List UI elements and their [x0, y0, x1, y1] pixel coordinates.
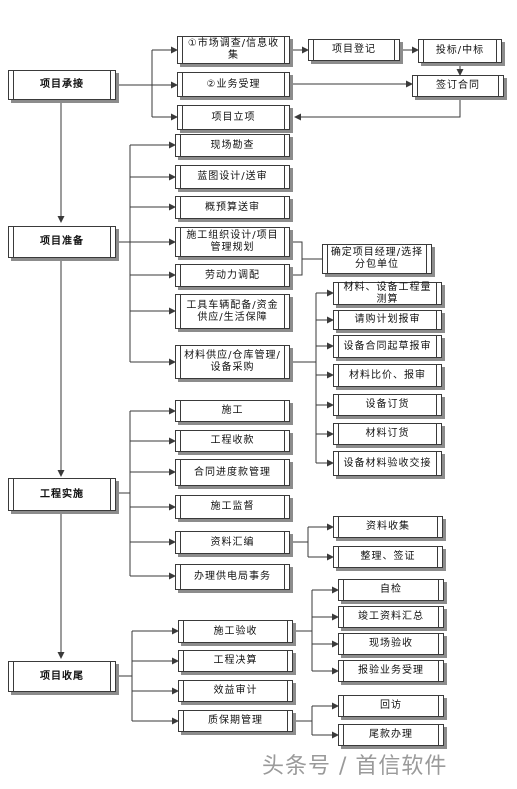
node-bid-win: 投标/中标 — [418, 39, 502, 63]
node-completion-docs: 竣工资料汇总 — [338, 606, 444, 628]
node-project-registration: 项目登记 — [308, 39, 400, 61]
stage-project-preparation: 项目准备 — [8, 226, 116, 258]
node-final-payment: 尾款办理 — [338, 724, 444, 746]
node-self-check: 自检 — [338, 579, 444, 601]
node-acceptance-handover: 设备材料验收交接 — [333, 451, 442, 476]
node-document-collection: 资料收集 — [333, 516, 443, 538]
node-equipment-contract: 设备合同起草报审 — [333, 335, 442, 358]
node-organize-certify: 整理、签证 — [333, 546, 443, 568]
node-quantity-estimate: 材料、设备工程量测算 — [333, 282, 442, 305]
node-material-supply: 材料供应/仓库管理/设备采购 — [175, 345, 290, 379]
node-site-survey: 现场勘查 — [175, 134, 290, 157]
connector-warranty-sub — [293, 706, 313, 735]
node-purchase-plan: 请购计划报审 — [333, 310, 442, 330]
node-budget-review: 概预算送审 — [175, 196, 290, 219]
node-construction-acceptance: 施工验收 — [178, 620, 293, 643]
node-construction-plan: 施工组织设计/项目管理规划 — [175, 227, 290, 257]
node-document-compilation: 资料汇编 — [175, 531, 290, 554]
node-material-price-compare: 材料比价、报审 — [333, 364, 442, 387]
node-project-setup: 项目立项 — [177, 105, 290, 130]
node-material-order: 材料订货 — [333, 423, 442, 445]
node-market-survey: ①市场调查/信息收集 — [177, 36, 290, 64]
node-onsite-acceptance: 现场验收 — [338, 633, 444, 655]
node-final-account: 工程决算 — [178, 650, 293, 672]
connector-prep-branches — [116, 145, 131, 362]
node-blueprint-design: 蓝图设计/送审 — [175, 165, 290, 189]
stage-project-closing: 项目收尾 — [8, 661, 116, 692]
node-power-bureau-affairs: 办理供电局事务 — [175, 564, 290, 590]
node-pm-subcontractor: 确定项目经理/选择分包单位 — [322, 244, 432, 274]
node-construction: 施工 — [175, 400, 290, 422]
connector-acceptance-sub — [293, 590, 313, 671]
node-labor-allocation: 劳动力调配 — [175, 264, 290, 287]
arrow-contract-to-setup — [294, 97, 461, 121]
connector-intake-branches — [116, 50, 153, 117]
node-revisit: 回访 — [338, 695, 444, 717]
node-tools-funding: 工具车辆配备/资金供应/生活保障 — [175, 294, 290, 329]
connector-pm-select — [290, 241, 322, 276]
node-benefit-audit: 效益审计 — [178, 680, 293, 702]
node-sign-contract: 签订合同 — [412, 75, 504, 97]
connector-doc-sub — [290, 527, 309, 557]
node-inspection-acceptance: 报验业务受理 — [338, 660, 444, 682]
node-equipment-order: 设备订货 — [333, 394, 442, 416]
connector-materials-sub — [290, 293, 317, 463]
node-business-acceptance: ②业务受理 — [177, 72, 290, 97]
connector-implementation-branches — [116, 411, 131, 576]
node-warranty-management: 质保期管理 — [178, 710, 293, 732]
node-progress-payment: 合同进度款管理 — [175, 459, 290, 486]
node-project-collection: 工程收款 — [175, 430, 290, 452]
stage-project-intake: 项目承接 — [8, 70, 116, 100]
node-construction-supervision: 施工监督 — [175, 495, 290, 519]
watermark-text: 头条号 / 首信软件 — [262, 754, 448, 779]
stage-project-implementation: 工程实施 — [8, 478, 116, 511]
connector-closing-branches — [116, 631, 133, 721]
